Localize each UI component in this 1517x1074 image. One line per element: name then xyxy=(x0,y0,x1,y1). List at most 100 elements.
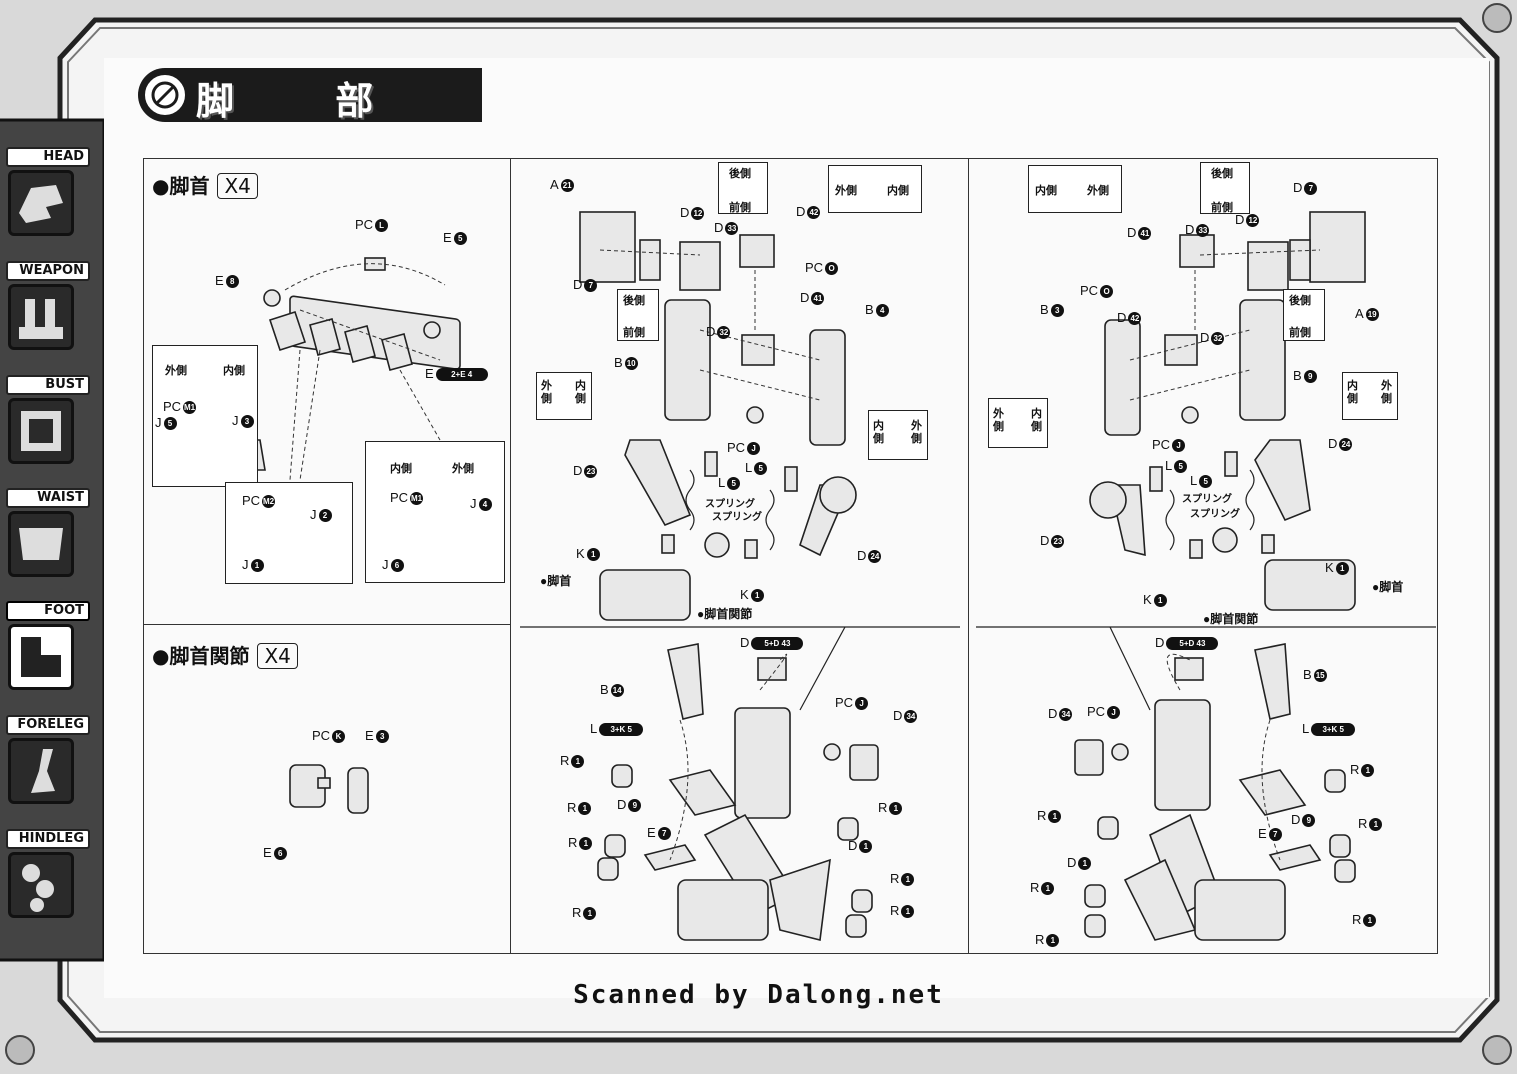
callout-box: 内側 外側 xyxy=(1342,372,1398,420)
panel-leg-right xyxy=(968,158,1438,954)
spring-label: スプリング xyxy=(712,512,762,523)
foreleg-icon[interactable] xyxy=(8,738,74,804)
callout-box: 内側 外側 xyxy=(365,441,505,583)
gear-icon xyxy=(142,72,188,118)
section-title-ankle-text: ●脚首 xyxy=(152,174,210,198)
head-icon[interactable] xyxy=(8,170,74,236)
tab-head[interactable]: HEAD xyxy=(6,147,90,167)
tab-weapon[interactable]: WEAPON xyxy=(6,261,90,281)
callout-text: 外側 xyxy=(1381,379,1392,405)
tab-foot[interactable]: FOOT xyxy=(6,601,90,621)
callout-box: 外側 内側 xyxy=(152,345,258,487)
quantity-badge: X4 xyxy=(257,643,298,669)
callout-box: 外側 内側 xyxy=(828,165,922,213)
callout-text: 前側 xyxy=(1289,326,1311,339)
callout-box: 外側 内側 xyxy=(988,398,1048,448)
callout-text: 外側 xyxy=(911,419,922,445)
spring-label: スプリング xyxy=(1182,494,1232,505)
foot-icon[interactable] xyxy=(8,624,74,690)
callout-text: 外側 xyxy=(1087,184,1109,197)
part-label: ●脚首 xyxy=(1372,580,1404,594)
callout-box: 内側 外側 xyxy=(1028,165,1122,213)
callout-text: 後側 xyxy=(623,294,645,307)
hindleg-icon[interactable] xyxy=(8,852,74,918)
tab-foreleg[interactable]: FORELEG xyxy=(6,715,90,735)
bust-icon[interactable] xyxy=(8,398,74,464)
callout-text: 外側 xyxy=(165,364,187,377)
callout-text: 内側 xyxy=(390,462,412,475)
part-label: ●脚首関節 xyxy=(1203,612,1259,626)
waist-icon[interactable] xyxy=(8,511,74,577)
weapon-icon[interactable] xyxy=(8,284,74,350)
callout-text: 内側 xyxy=(873,419,884,445)
section-title-ankle-joint-text: ●脚首関節 xyxy=(152,644,250,668)
callout-text: 内側 xyxy=(887,184,909,197)
callout-text: 外側 xyxy=(993,407,1004,433)
part-label: ●脚首関節 xyxy=(697,607,753,621)
tab-hindleg[interactable]: HINDLEG xyxy=(6,829,90,849)
callout-box: 後側 前側 xyxy=(1283,289,1325,341)
section-title-ankle-joint: ●脚首関節 X4 xyxy=(152,640,298,669)
tab-bust[interactable]: BUST xyxy=(6,375,90,395)
callout-text: 内側 xyxy=(1347,379,1358,405)
callout-text: 前側 xyxy=(729,201,751,214)
tab-waist[interactable]: WAIST xyxy=(6,488,90,508)
scan-credit: Scanned by Dalong.net xyxy=(573,980,944,1010)
spring-label: スプリング xyxy=(705,499,755,510)
callout-text: 前側 xyxy=(623,326,645,339)
callout-text: 外側 xyxy=(835,184,857,197)
